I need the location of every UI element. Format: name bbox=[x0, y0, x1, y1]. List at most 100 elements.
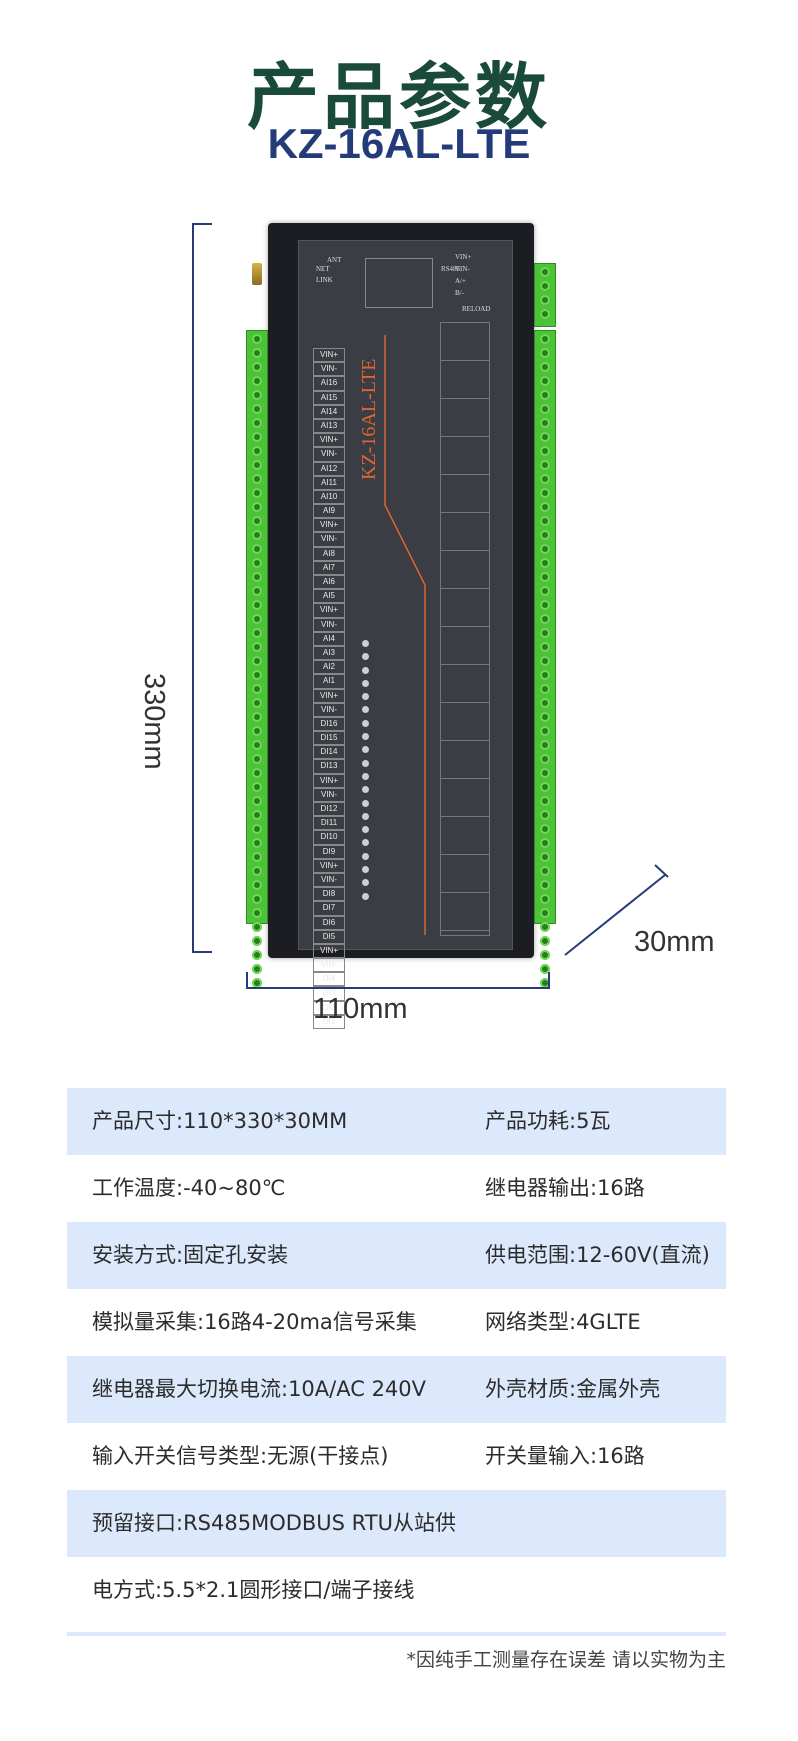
input-label: AI4 bbox=[313, 631, 345, 646]
input-label: DI15 bbox=[313, 731, 345, 746]
input-label: VIN- bbox=[313, 447, 345, 462]
spec-right: 产品功耗:5瓦 bbox=[485, 1109, 611, 1133]
height-dimension-label: 330mm bbox=[138, 673, 170, 770]
rs485-label: RS485 bbox=[441, 265, 461, 273]
input-label: VIN+ bbox=[313, 348, 345, 363]
link-label: LINK bbox=[316, 276, 333, 284]
spec-left: 输入开关信号类型:无源(干接点) bbox=[92, 1444, 389, 1468]
input-label: VIN- bbox=[313, 787, 345, 802]
spec-left: 模拟量采集:16路4-20ma信号采集 bbox=[92, 1310, 417, 1334]
input-label: DI1 bbox=[313, 1014, 345, 1029]
input-label: DI2 bbox=[313, 1000, 345, 1015]
input-label: VIN+ bbox=[313, 433, 345, 448]
input-label: DI8 bbox=[313, 887, 345, 902]
spec-row: 安装方式:固定孔安装 供电范围:12-60V(直流) bbox=[67, 1222, 726, 1289]
net-label: NET bbox=[316, 265, 330, 273]
spec-left: 继电器最大切换电流:10A/AC 240V bbox=[92, 1377, 427, 1401]
input-label: AI3 bbox=[313, 645, 345, 661]
input-label: VIN+ bbox=[313, 688, 345, 703]
height-dim-tick-top bbox=[192, 223, 212, 225]
input-label: AI12 bbox=[313, 461, 345, 476]
top-right-label-4: B/- bbox=[455, 289, 464, 297]
input-label: VIN- bbox=[313, 532, 345, 547]
input-label: VIN+ bbox=[313, 858, 345, 873]
width-dim-tick-right bbox=[548, 972, 550, 989]
input-label: AI11 bbox=[313, 475, 345, 490]
relay-output-grid bbox=[440, 322, 490, 936]
input-label: VIN+ bbox=[313, 773, 345, 788]
ant-label: ANT bbox=[327, 256, 342, 264]
right-terminal-block bbox=[534, 330, 556, 988]
input-label: AI16 bbox=[313, 376, 345, 391]
spec-row: 工作温度:-40~80℃ 继电器输出:16路 bbox=[67, 1155, 726, 1222]
input-label: AI7 bbox=[313, 560, 345, 575]
input-label: VIN- bbox=[313, 958, 345, 973]
spec-left: 电方式:5.5*2.1圆形接口/端子接线 bbox=[92, 1578, 415, 1602]
input-label: VIN- bbox=[313, 617, 345, 632]
input-label: VIN+ bbox=[313, 943, 345, 959]
spec-row: 模拟量采集:16路4-20ma信号采集 网络类型:4GLTE bbox=[67, 1289, 726, 1356]
model-subtitle: KZ-16AL-LTE bbox=[267, 120, 531, 167]
input-label: DI7 bbox=[313, 901, 345, 916]
spec-right: 供电范围:12-60V(直流) bbox=[485, 1243, 710, 1267]
spec-table: 产品尺寸:110*330*30MM 产品功耗:5瓦 工作温度:-40~80℃ 继… bbox=[67, 1088, 726, 1624]
spec-row: 电方式:5.5*2.1圆形接口/端子接线 bbox=[67, 1557, 726, 1624]
footnote: *因纯手工测量存在误差 请以实物为主 bbox=[406, 1649, 726, 1671]
spec-right: 继电器输出:16路 bbox=[485, 1176, 645, 1200]
width-dimension-label: 110mm bbox=[313, 993, 408, 1025]
input-label: DI6 bbox=[313, 915, 345, 930]
input-label: VIN- bbox=[313, 702, 345, 717]
top-right-label-2: VIN- bbox=[455, 265, 470, 273]
spec-left: 安装方式:固定孔安装 bbox=[92, 1243, 289, 1267]
width-dim-tick-left bbox=[246, 972, 248, 989]
spec-row: 继电器最大切换电流:10A/AC 240V 外壳材质:金属外壳 bbox=[67, 1356, 726, 1423]
spec-left: 工作温度:-40~80℃ bbox=[92, 1176, 286, 1200]
input-label: AI15 bbox=[313, 390, 345, 405]
top-right-label-1: VIN+ bbox=[455, 253, 472, 261]
input-label: DI11 bbox=[313, 816, 345, 831]
spec-row: 产品尺寸:110*330*30MM 产品功耗:5瓦 bbox=[67, 1088, 726, 1155]
height-dim-line bbox=[192, 223, 194, 953]
input-label: DI12 bbox=[313, 802, 345, 817]
input-label: DI3 bbox=[313, 986, 345, 1001]
left-terminal-block bbox=[246, 330, 268, 988]
input-label: DI4 bbox=[313, 972, 345, 987]
input-label: AI1 bbox=[313, 674, 345, 689]
top-right-label-3: A/+ bbox=[455, 277, 466, 285]
input-label: VIN+ bbox=[313, 603, 345, 618]
device-name-print: KZ-16AL-LTE bbox=[358, 358, 380, 480]
input-label: DI13 bbox=[313, 759, 345, 774]
status-window bbox=[365, 258, 433, 308]
page-title: 产品参数 bbox=[246, 55, 551, 139]
spec-right: 开关量输入:16路 bbox=[485, 1444, 645, 1468]
input-label: DI16 bbox=[313, 716, 345, 732]
height-dim-tick-bottom bbox=[192, 951, 212, 953]
input-label: VIN- bbox=[313, 872, 345, 888]
input-label: AI14 bbox=[313, 404, 345, 419]
depth-dimension-label: 30mm bbox=[634, 926, 715, 958]
led-indicators bbox=[362, 640, 372, 906]
spec-right: 外壳材质:金属外壳 bbox=[485, 1377, 661, 1401]
input-label: DI9 bbox=[313, 844, 345, 859]
depth-dim-line bbox=[564, 864, 669, 956]
spec-left: 产品尺寸:110*330*30MM bbox=[92, 1109, 348, 1133]
spec-row: 输入开关信号类型:无源(干接点) 开关量输入:16路 bbox=[67, 1423, 726, 1490]
input-label: AI8 bbox=[313, 546, 345, 561]
spec-right: 网络类型:4GLTE bbox=[485, 1310, 641, 1334]
input-label: AI9 bbox=[313, 504, 345, 519]
input-label: DI5 bbox=[313, 929, 345, 944]
reload-label: RELOAD bbox=[462, 305, 491, 313]
input-label: VIN+ bbox=[313, 518, 345, 533]
input-label: AI2 bbox=[313, 660, 345, 675]
decor-line bbox=[384, 335, 426, 935]
antenna-connector bbox=[252, 263, 262, 285]
input-label: AI10 bbox=[313, 489, 345, 505]
input-label: AI5 bbox=[313, 589, 345, 604]
input-label: AI13 bbox=[313, 418, 345, 434]
right-top-terminal-block bbox=[534, 263, 556, 327]
input-label: DI10 bbox=[313, 830, 345, 845]
input-label: VIN- bbox=[313, 362, 345, 377]
spec-row: 预留接口:RS485MODBUS RTU从站供 bbox=[67, 1490, 726, 1557]
spec-left: 预留接口:RS485MODBUS RTU从站供 bbox=[92, 1511, 456, 1535]
